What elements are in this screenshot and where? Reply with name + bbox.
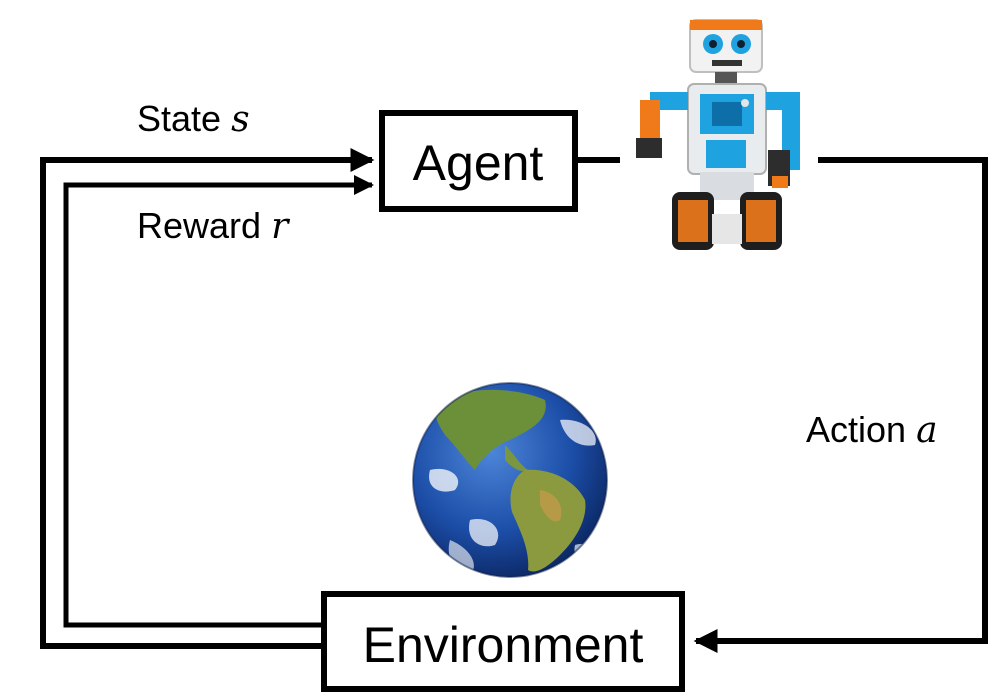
reward-label: Reward r: [137, 205, 290, 247]
agent-node: Agent: [379, 110, 578, 212]
state-label: State s: [137, 98, 250, 140]
environment-node: Environment: [321, 591, 685, 692]
reward-arrow: [63, 175, 374, 628]
earth-globe-image: [412, 382, 608, 578]
agent-label: Agent: [413, 135, 544, 191]
robot-image: [623, 8, 818, 260]
state-arrow: [40, 148, 375, 649]
environment-label: Environment: [363, 617, 644, 673]
action-arrow: [578, 157, 988, 641]
action-label: Action a: [806, 409, 938, 451]
